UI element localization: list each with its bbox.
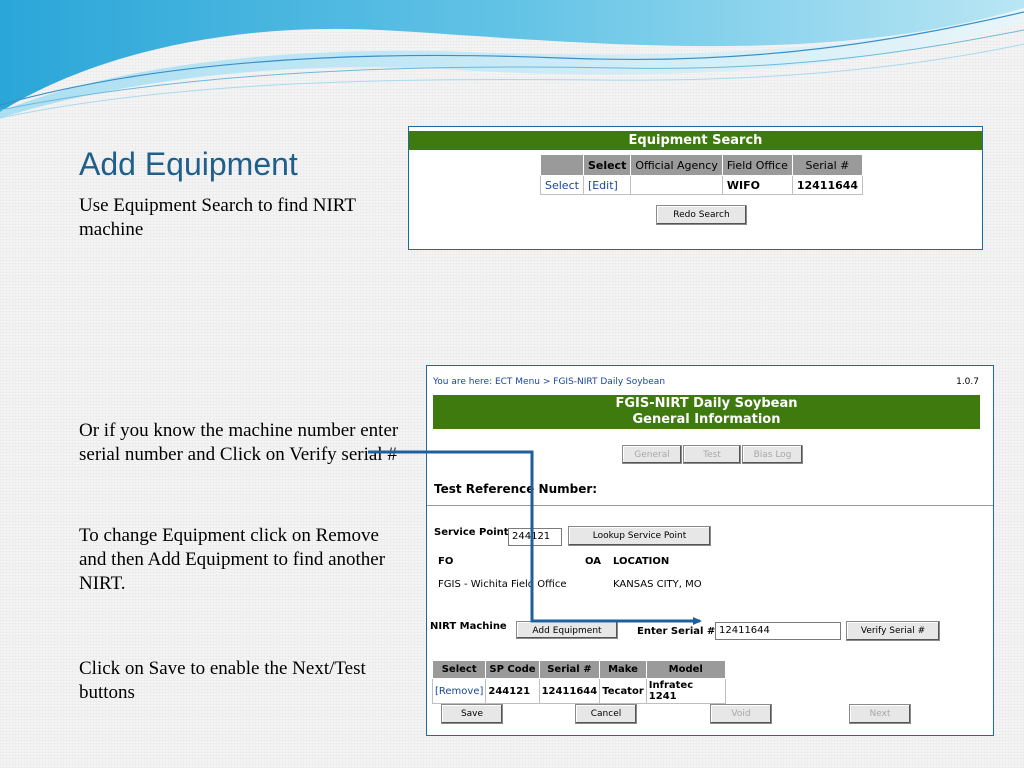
serial-cell: 12411644	[538, 678, 601, 704]
header-subtitle: General Information	[632, 412, 781, 427]
instruction-change-equipment: To change Equipment click on Remove and …	[79, 525, 386, 594]
instruction-verify-serial: Or if you know the machine number enter …	[79, 420, 399, 465]
header-title: FGIS-NIRT Daily Soybean	[615, 396, 798, 411]
column-header-sp-code: SP Code	[485, 660, 540, 679]
verify-serial-button[interactable]: Verify Serial #	[846, 621, 940, 641]
void-button[interactable]: Void	[710, 704, 772, 724]
location-label: LOCATION	[613, 556, 670, 567]
column-header-model: Model	[645, 660, 726, 679]
model-cell: Infratec 1241	[645, 678, 726, 704]
column-header-field-office: Field Office	[721, 154, 793, 176]
table-row: Select [Edit] WIFO 12411644	[540, 175, 864, 195]
test-reference-label: Test Reference Number:	[434, 482, 598, 496]
column-header-blank	[540, 154, 584, 176]
remove-link[interactable]: [Remove]	[431, 678, 487, 704]
instruction-save: Click on Save to enable the Next/Test bu…	[79, 658, 366, 703]
slide-title: Add Equipment	[79, 146, 298, 182]
service-point-input[interactable]: 244121	[508, 528, 562, 546]
serial-cell: 12411644	[791, 175, 864, 195]
add-equipment-button[interactable]: Add Equipment	[516, 621, 618, 639]
instruction-equipment-search: Use Equipment Search to find NIRT machin…	[79, 195, 356, 240]
breadcrumb[interactable]: You are here: ECT Menu > FGIS-NIRT Daily…	[433, 377, 666, 387]
equipment-search-table: Select Official Agency Field Office Seri…	[540, 154, 864, 195]
daily-soybean-header: FGIS-NIRT Daily Soybean General Informat…	[433, 395, 980, 429]
column-header-serial: Serial #	[538, 660, 601, 679]
section-divider	[427, 505, 993, 506]
tab-general[interactable]: General	[622, 445, 682, 464]
equipment-search-panel: Equipment Search Select Official Agency …	[408, 126, 983, 250]
fo-label: FO	[438, 556, 454, 567]
table-header-row: Select Official Agency Field Office Seri…	[540, 154, 864, 176]
tab-bias-log[interactable]: Bias Log	[742, 445, 803, 464]
next-button[interactable]: Next	[849, 704, 911, 724]
equipment-table: Select SP Code Serial # Make Model [Remo…	[431, 660, 726, 704]
nirt-machine-label: NIRT Machine	[430, 621, 507, 632]
fo-value: FGIS - Wichita Field Office	[438, 579, 567, 590]
column-header-official-agency: Official Agency	[630, 154, 723, 176]
sp-code-cell: 244121	[485, 678, 540, 704]
redo-search-button[interactable]: Redo Search	[656, 205, 747, 225]
oa-label: OA	[585, 556, 601, 567]
tab-test[interactable]: Test	[683, 445, 741, 464]
column-header-serial: Serial #	[791, 154, 864, 176]
location-value: KANSAS CITY, MO	[613, 579, 702, 590]
save-button[interactable]: Save	[441, 704, 503, 724]
cancel-button[interactable]: Cancel	[575, 704, 637, 724]
version-label: 1.0.7	[956, 377, 979, 387]
equipment-search-header: Equipment Search	[409, 131, 982, 150]
official-agency-cell	[630, 175, 723, 195]
column-header-select: Select	[582, 154, 632, 176]
make-cell: Tecator	[599, 678, 647, 704]
enter-serial-label: Enter Serial #	[637, 626, 716, 637]
column-header-select: Select	[431, 660, 487, 679]
daily-soybean-panel: You are here: ECT Menu > FGIS-NIRT Daily…	[426, 365, 994, 736]
edit-link[interactable]: [Edit]	[582, 175, 632, 195]
table-header-row: Select SP Code Serial # Make Model	[431, 660, 726, 679]
table-row: [Remove] 244121 12411644 Tecator Infrate…	[431, 678, 726, 704]
lookup-service-point-button[interactable]: Lookup Service Point	[568, 526, 711, 546]
serial-input[interactable]: 12411644	[715, 622, 841, 640]
service-point-label: Service Point	[434, 527, 509, 538]
field-office-cell: WIFO	[721, 175, 793, 195]
column-header-make: Make	[599, 660, 647, 679]
decorative-wave-banner	[0, 0, 1024, 119]
select-link[interactable]: Select	[540, 175, 584, 195]
